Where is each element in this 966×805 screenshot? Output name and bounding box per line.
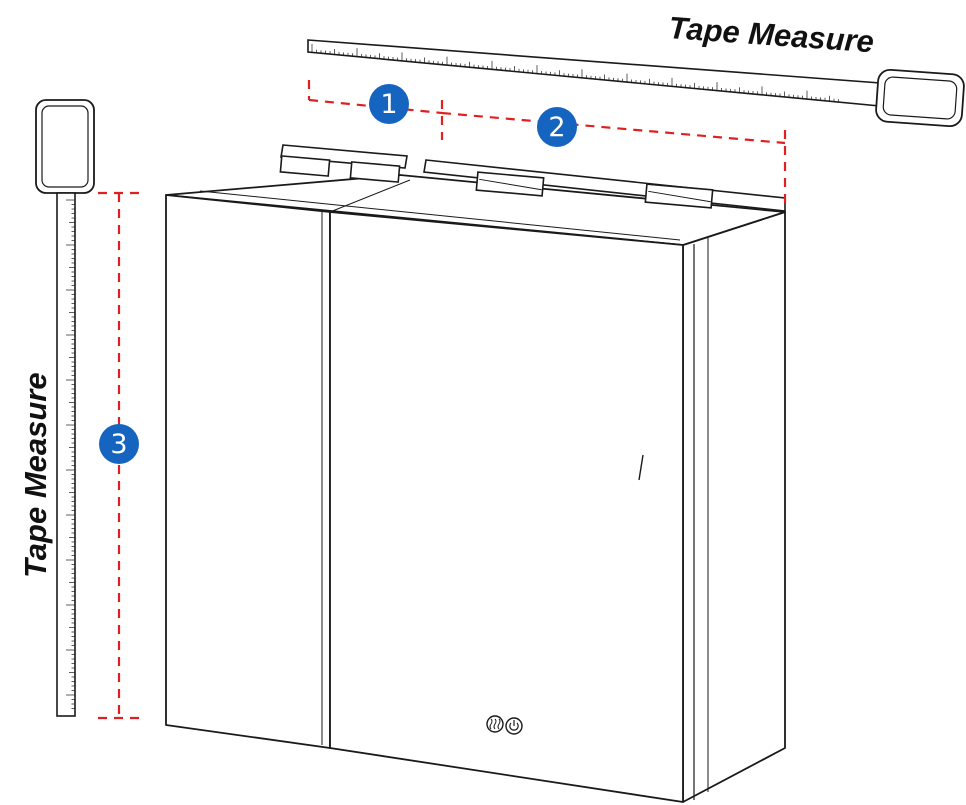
top-tape-ticks xyxy=(311,43,839,103)
marker-3-label: 3 xyxy=(110,429,127,460)
marker-2-label: 2 xyxy=(548,112,565,143)
marker-3: 3 xyxy=(99,424,139,464)
dim-2-line xyxy=(441,111,786,145)
left-tape-case-inner xyxy=(41,105,89,188)
mirror-cabinet xyxy=(165,174,786,803)
right-clip-2-line xyxy=(648,190,711,203)
left-tape-ticks xyxy=(66,199,75,709)
defog-icon xyxy=(486,715,504,733)
mirror-glint xyxy=(638,454,644,481)
power-icon xyxy=(505,717,523,735)
left-tape-strip xyxy=(56,192,76,717)
touch-controls xyxy=(486,715,523,735)
marker-1: 1 xyxy=(369,84,409,124)
top-inner-line xyxy=(199,190,681,241)
left-tape-case xyxy=(35,99,95,194)
right-door xyxy=(329,211,684,803)
top-inner-line-2 xyxy=(329,179,411,213)
cabinet-right-side xyxy=(682,211,786,803)
left-door xyxy=(165,194,331,749)
marker-2: 2 xyxy=(537,107,577,147)
top-tape-case xyxy=(875,68,965,128)
left-rail xyxy=(280,144,408,169)
left-tape-label: Tape Measure xyxy=(18,372,53,578)
top-tape-label: Tape Measure xyxy=(668,10,876,59)
right-clip-1-line xyxy=(479,178,542,191)
top-tape-case-inner xyxy=(882,76,958,120)
mounting-brackets xyxy=(279,144,786,212)
left-tape-measure: Tape Measure xyxy=(18,99,95,717)
left-clip-1 xyxy=(279,155,331,177)
left-clip-2 xyxy=(349,161,401,183)
marker-1-label: 1 xyxy=(380,89,397,120)
